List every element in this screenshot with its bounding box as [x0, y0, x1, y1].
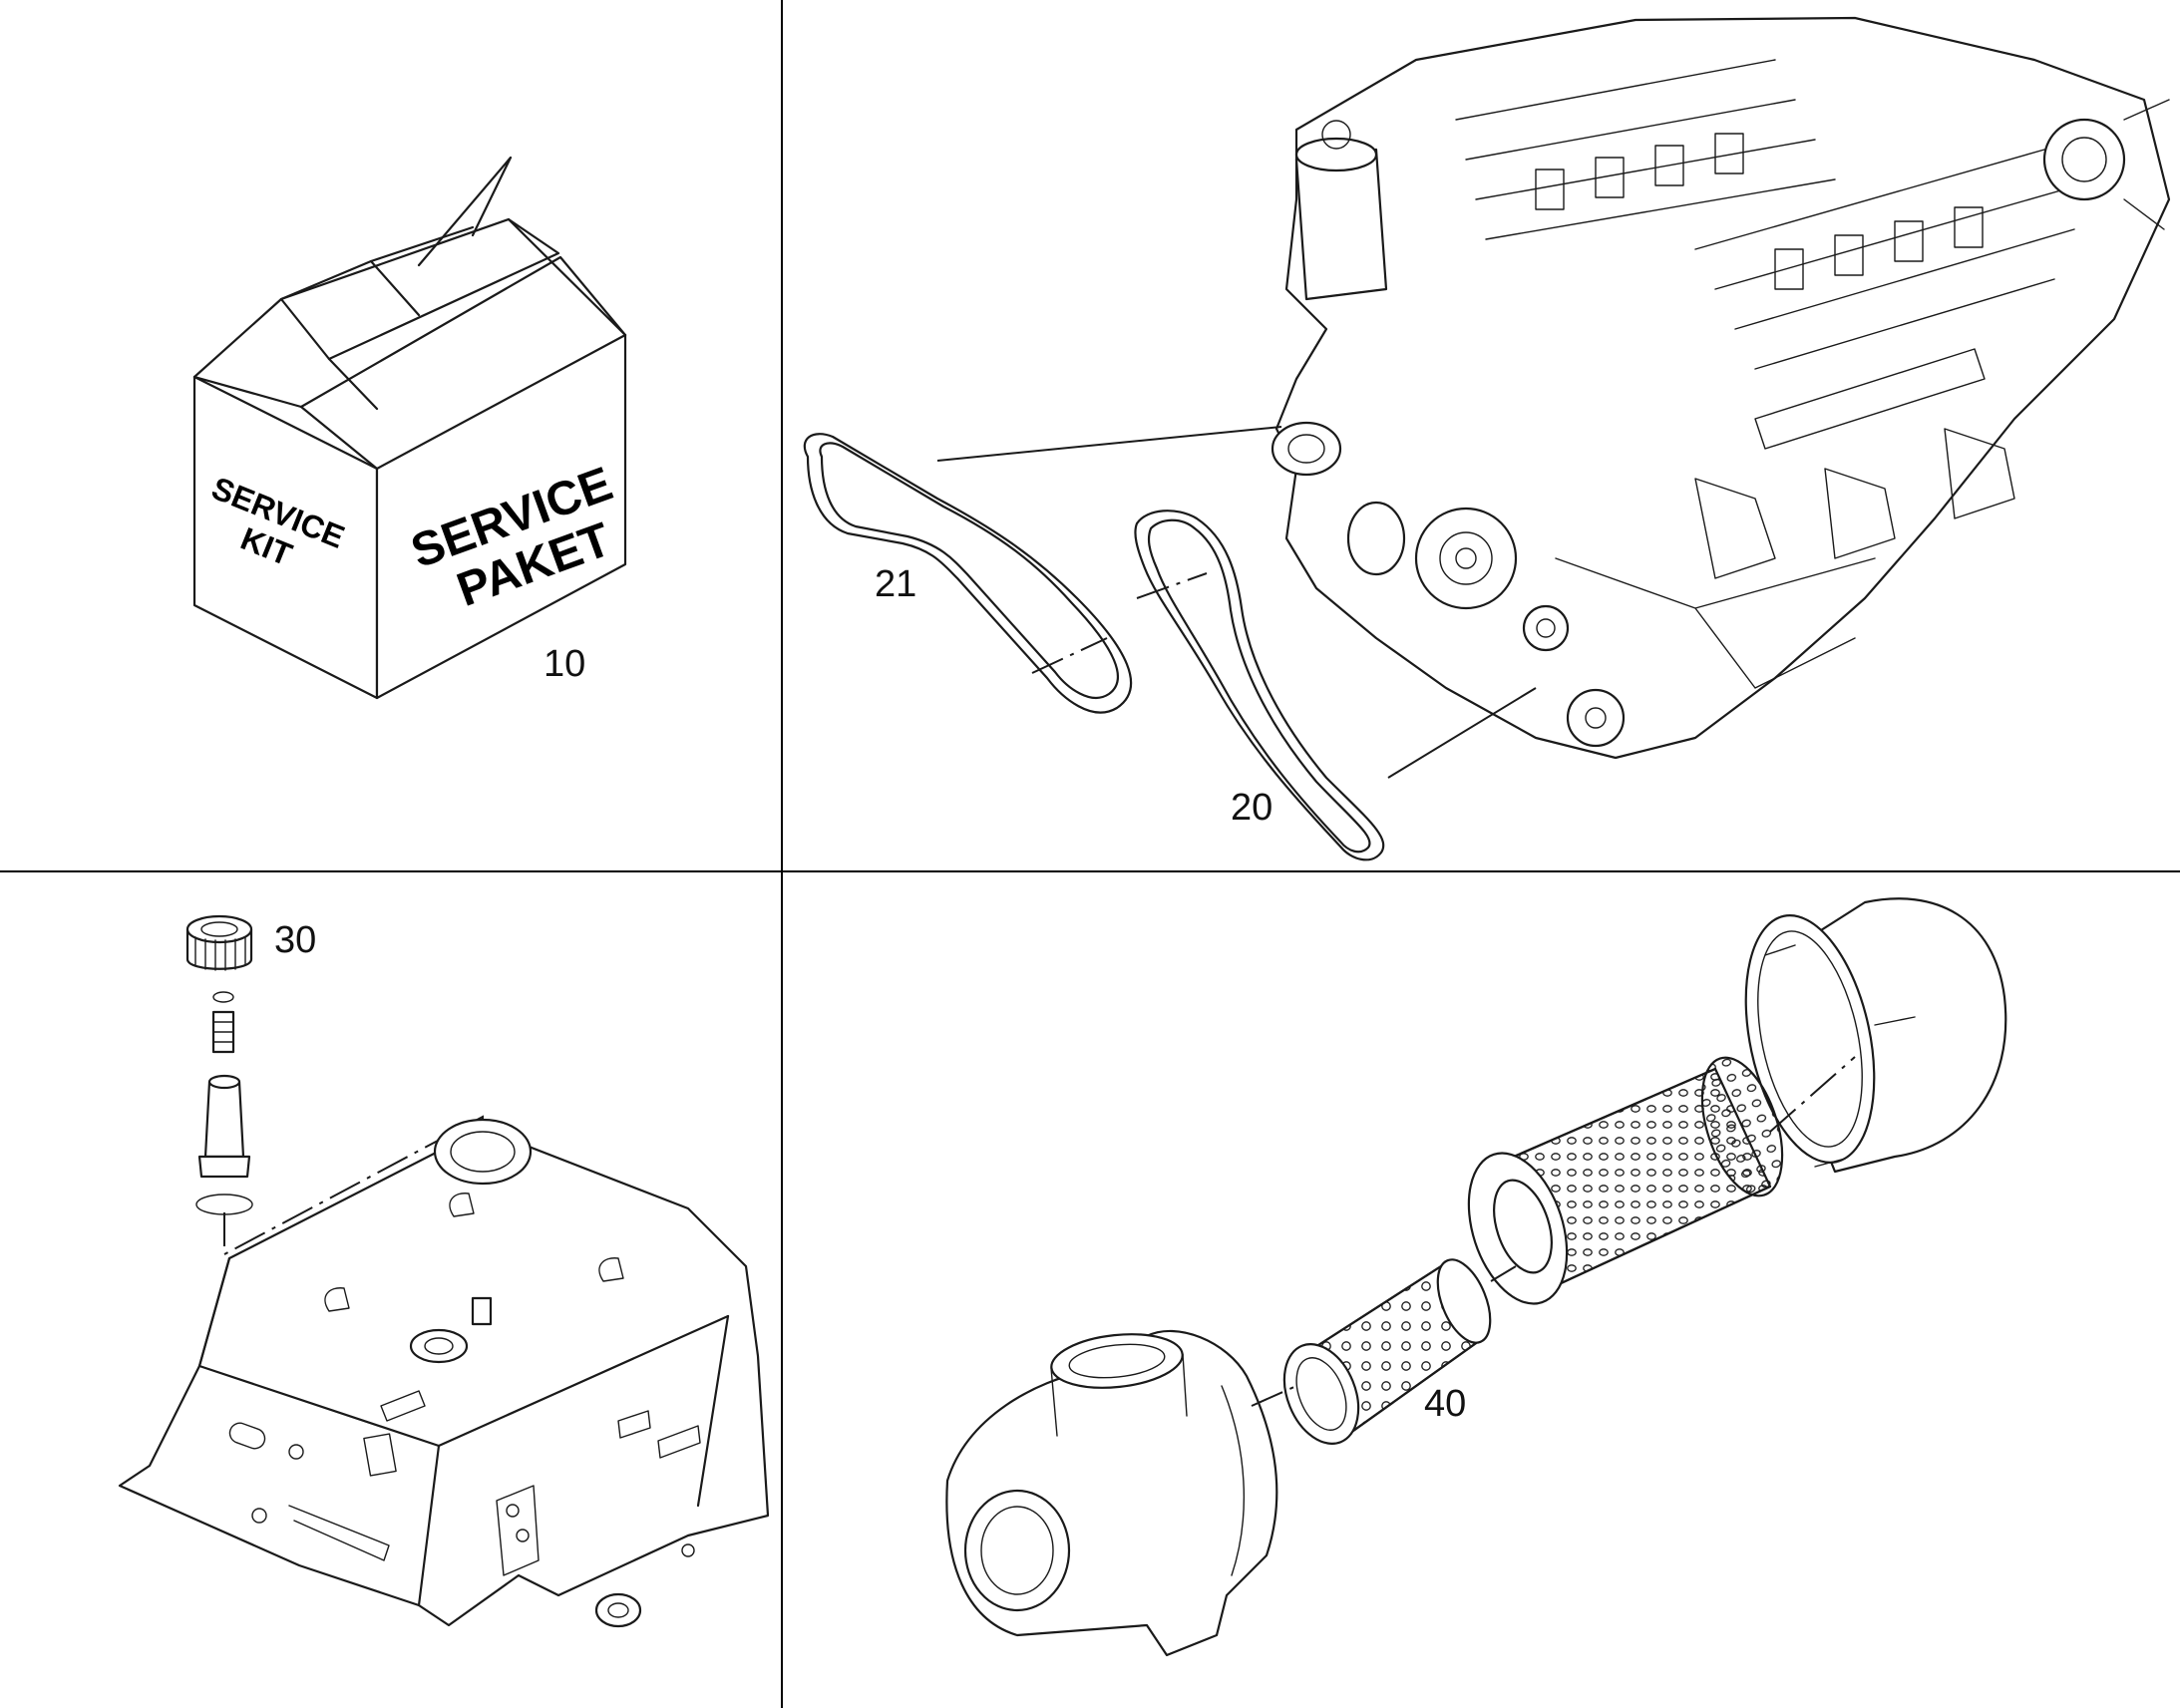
part-number-20: 20	[1231, 787, 1272, 829]
engine-icon	[1271, 16, 2171, 760]
part-number-30: 30	[274, 919, 316, 961]
fuel-tank-icon	[118, 914, 770, 1628]
part-number-10: 10	[544, 643, 585, 685]
v-belt-icon	[803, 433, 1385, 861]
part-number-21: 21	[875, 563, 916, 605]
part-number-40: 40	[1424, 1383, 1466, 1425]
air-filter-icon	[945, 897, 2007, 1657]
service-box-icon: SERVICE KIT SERVICE PAKET	[192, 156, 627, 700]
